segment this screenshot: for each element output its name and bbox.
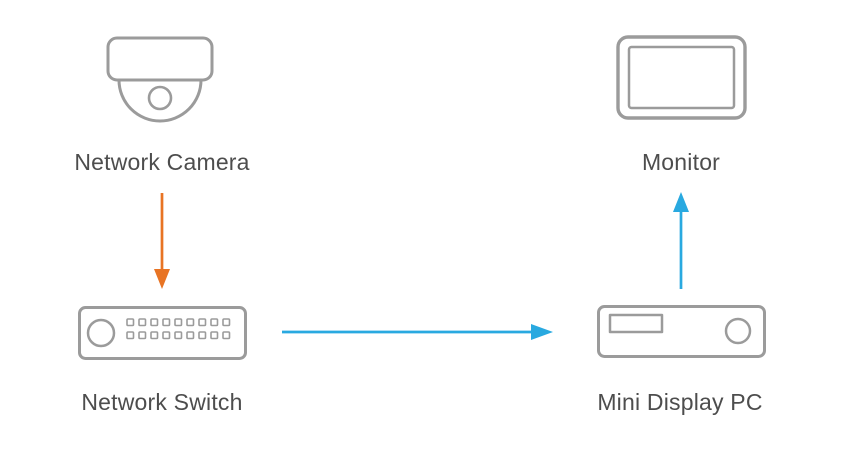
monitor-icon: [616, 35, 747, 120]
pc-to-monitor-arrowhead: [673, 192, 689, 212]
mini-display-pc-label: Mini Display PC: [597, 389, 763, 415]
pc-to-monitor-arrow: [673, 192, 689, 289]
camera-to-switch-arrowhead: [154, 269, 170, 289]
camera-to-switch-arrow: [154, 193, 170, 289]
mini-display-pc-icon: [597, 305, 766, 358]
network-switch-label: Network Switch: [81, 389, 243, 415]
network-camera-label: Network Camera: [74, 149, 250, 175]
network-camera-icon: [106, 36, 214, 123]
switch-to-pc-arrowhead: [531, 324, 553, 340]
network-switch-icon: [78, 306, 247, 360]
monitor-label: Monitor: [641, 149, 721, 175]
switch-to-pc-arrow: [282, 324, 553, 340]
